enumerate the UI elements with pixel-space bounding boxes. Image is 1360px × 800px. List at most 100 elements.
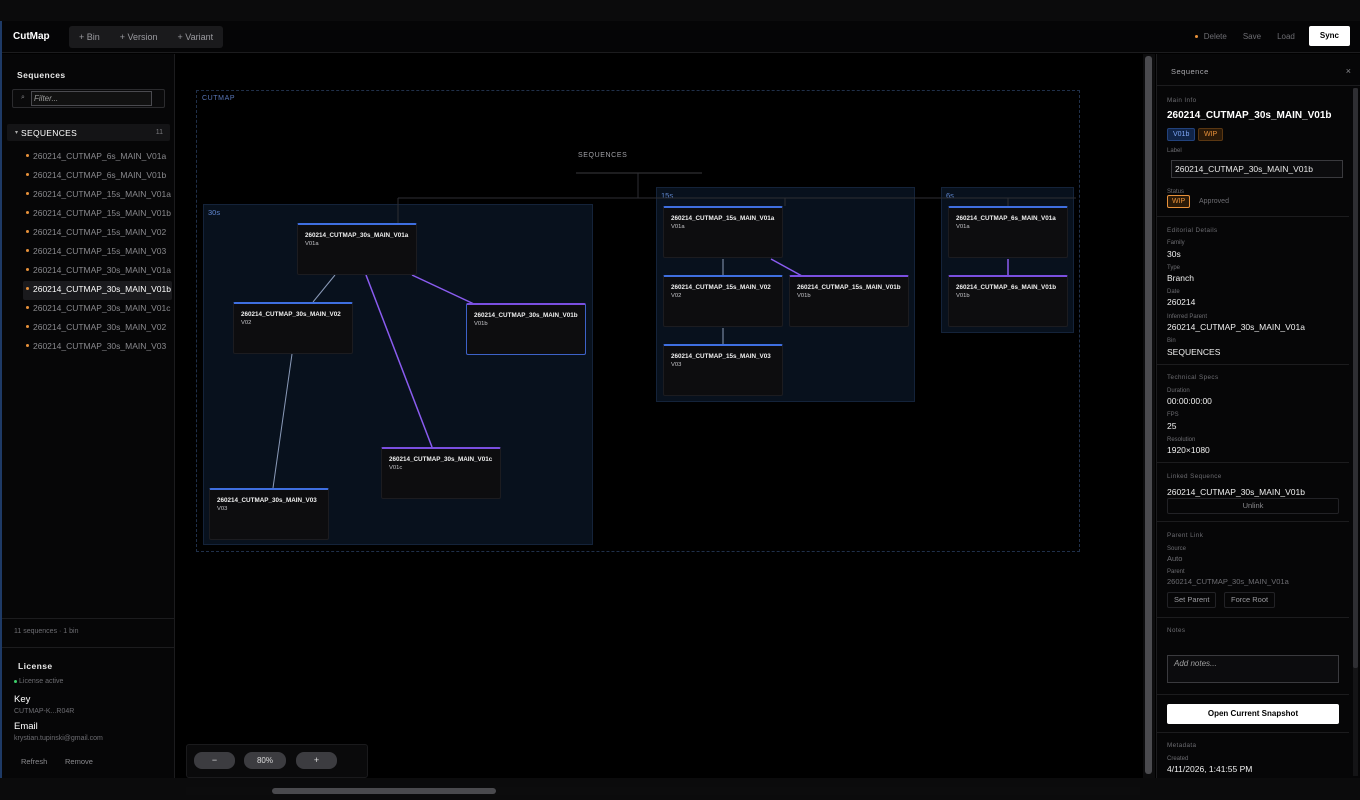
- wip-dot-icon: [26, 344, 29, 347]
- license-key-value: CUTMAP-K...R04R: [14, 708, 75, 715]
- status-wip-toggle[interactable]: WIP: [1167, 195, 1191, 208]
- scrollbar-thumb[interactable]: [1353, 88, 1358, 668]
- divider: [1157, 732, 1349, 733]
- list-item[interactable]: 260214_CUTMAP_15s_MAIN_V01a: [23, 186, 172, 205]
- open-snapshot-button[interactable]: Open Current Snapshot: [1167, 704, 1339, 724]
- panel-header: Sequence ×: [1157, 54, 1360, 86]
- type-value: Branch: [1167, 273, 1194, 283]
- node-title: 260214_CUTMAP_15s_MAIN_V01a: [671, 215, 775, 222]
- unlink-button[interactable]: Unlink: [1167, 498, 1339, 514]
- sync-button[interactable]: Sync: [1308, 26, 1350, 46]
- list-item[interactable]: 260214_CUTMAP_6s_MAIN_V01a: [23, 148, 172, 167]
- section-technical: Technical Specs: [1167, 374, 1219, 381]
- list-item[interactable]: 260214_CUTMAP_30s_MAIN_V03: [23, 338, 172, 357]
- type-label: Type: [1167, 265, 1181, 271]
- zoom-out-button[interactable]: −: [194, 752, 235, 769]
- notes-input[interactable]: [1167, 655, 1339, 683]
- list-item[interactable]: 260214_CUTMAP_15s_MAIN_V01b: [23, 205, 172, 224]
- node-version: V01b: [474, 321, 488, 327]
- add-version-button[interactable]: + Version: [119, 32, 158, 42]
- bin-row-sequences[interactable]: ▾ SEQUENCES 11: [7, 124, 170, 141]
- add-variant-button[interactable]: + Variant: [177, 32, 214, 42]
- node-30s-v01b-selected[interactable]: 260214_CUTMAP_30s_MAIN_V01b V01b: [466, 303, 586, 355]
- wip-dot-icon: [26, 287, 29, 290]
- app-title: CutMap: [13, 31, 50, 42]
- scrollbar-thumb[interactable]: [1145, 56, 1152, 774]
- node-30s-v01c[interactable]: 260214_CUTMAP_30s_MAIN_V01c V01c: [381, 447, 501, 499]
- scrollbar-thumb[interactable]: [272, 788, 496, 794]
- divider: [1157, 364, 1349, 365]
- inferred-parent-value: 260214_CUTMAP_30s_MAIN_V01a: [1167, 322, 1305, 332]
- node-30s-v03[interactable]: 260214_CUTMAP_30s_MAIN_V03 V03: [209, 488, 329, 540]
- vertical-scrollbar[interactable]: [1143, 54, 1155, 778]
- list-item[interactable]: 260214_CUTMAP_30s_MAIN_V01a: [23, 262, 172, 281]
- root-node-label: SEQUENCES: [578, 152, 628, 159]
- inspector-panel: Sequence × Main Info 260214_CUTMAP_30s_M…: [1156, 54, 1360, 778]
- node-15s-v01a[interactable]: 260214_CUTMAP_15s_MAIN_V01a V01a: [663, 206, 783, 258]
- zoom-level[interactable]: 80%: [244, 752, 286, 769]
- sequence-list: 260214_CUTMAP_6s_MAIN_V01a 260214_CUTMAP…: [20, 148, 172, 357]
- node-15s-v03[interactable]: 260214_CUTMAP_15s_MAIN_V03 V03: [663, 344, 783, 396]
- set-parent-button[interactable]: Set Parent: [1167, 592, 1217, 608]
- sequence-name: 260214_CUTMAP_6s_MAIN_V01b: [33, 170, 167, 180]
- sequence-name: 260214_CUTMAP_15s_MAIN_V01b: [33, 208, 171, 218]
- label-input[interactable]: [1171, 160, 1343, 178]
- add-button-group: + Bin + Version + Variant: [69, 26, 224, 48]
- license-status-text: License active: [19, 678, 64, 685]
- zoom-in-button[interactable]: +: [296, 752, 337, 769]
- node-version: V03: [217, 506, 228, 512]
- list-item-selected[interactable]: 260214_CUTMAP_30s_MAIN_V01b: [23, 281, 172, 300]
- node-version: V03: [671, 362, 682, 368]
- force-root-button[interactable]: Force Root: [1224, 592, 1276, 608]
- node-30s-v02[interactable]: 260214_CUTMAP_30s_MAIN_V02 V02: [233, 302, 353, 354]
- wip-dot-icon: [26, 230, 29, 233]
- save-button[interactable]: Save: [1242, 31, 1262, 41]
- sequence-name: 260214_CUTMAP_30s_MAIN_V01b: [33, 284, 171, 294]
- fps-label: FPS: [1167, 412, 1179, 418]
- edge: [770, 258, 803, 277]
- node-title: 260214_CUTMAP_30s_MAIN_V03: [217, 497, 317, 504]
- divider: [1157, 216, 1349, 217]
- section-main-info: Main Info: [1167, 97, 1197, 104]
- filter-input[interactable]: [31, 91, 152, 106]
- app-window: CutMap + Bin + Version + Variant Delete …: [0, 21, 1360, 795]
- list-item[interactable]: 260214_CUTMAP_30s_MAIN_V01c: [23, 300, 172, 319]
- horizontal-scrollbar[interactable]: [186, 787, 1140, 795]
- node-30s-v01a[interactable]: 260214_CUTMAP_30s_MAIN_V01a V01a: [297, 223, 417, 275]
- list-item[interactable]: 260214_CUTMAP_6s_MAIN_V01b: [23, 167, 172, 186]
- list-item[interactable]: 260214_CUTMAP_15s_MAIN_V02: [23, 224, 172, 243]
- node-15s-v02[interactable]: 260214_CUTMAP_15s_MAIN_V02 V02: [663, 275, 783, 327]
- wip-dot-icon: [26, 211, 29, 214]
- node-15s-v01b[interactable]: 260214_CUTMAP_15s_MAIN_V01b V01b: [789, 275, 909, 327]
- node-6s-v01a[interactable]: 260214_CUTMAP_6s_MAIN_V01a V01a: [948, 206, 1068, 258]
- remove-license-button[interactable]: Remove: [65, 757, 93, 766]
- panel-scrollbar[interactable]: [1353, 88, 1358, 776]
- list-item[interactable]: 260214_CUTMAP_15s_MAIN_V03: [23, 243, 172, 262]
- wip-dot-icon: [26, 154, 29, 157]
- wip-dot-icon: [26, 325, 29, 328]
- wip-dot-icon: [26, 268, 29, 271]
- delete-button[interactable]: Delete: [1194, 32, 1227, 41]
- load-button[interactable]: Load: [1277, 31, 1295, 41]
- status-approved-toggle[interactable]: Approved: [1199, 198, 1229, 205]
- graph-canvas[interactable]: CUTMAP 30s 15s 6s: [176, 54, 1142, 795]
- node-6s-v01b[interactable]: 260214_CUTMAP_6s_MAIN_V01b V01b: [948, 275, 1068, 327]
- list-item[interactable]: 260214_CUTMAP_30s_MAIN_V02: [23, 319, 172, 338]
- sequence-name: 260214_CUTMAP_30s_MAIN_V01c: [33, 303, 171, 313]
- node-title: 260214_CUTMAP_15s_MAIN_V03: [671, 353, 771, 360]
- add-bin-button[interactable]: + Bin: [79, 32, 100, 42]
- status-badge: WIP: [1198, 128, 1224, 141]
- node-title: 260214_CUTMAP_30s_MAIN_V01c: [389, 456, 493, 463]
- group-label: 15s: [661, 191, 674, 200]
- divider: [1157, 462, 1349, 463]
- node-title: 260214_CUTMAP_6s_MAIN_V01b: [956, 284, 1057, 291]
- wip-dot-icon: [26, 173, 29, 176]
- sequence-name: 260214_CUTMAP_30s_MAIN_V03: [33, 341, 167, 351]
- close-icon[interactable]: ×: [1345, 66, 1351, 76]
- inferred-parent-label: Inferred Parent: [1167, 314, 1208, 320]
- sequence-name: 260214_CUTMAP_15s_MAIN_V02: [33, 227, 167, 237]
- refresh-license-button[interactable]: Refresh: [21, 757, 48, 766]
- label-field-label: Label: [1167, 148, 1182, 154]
- edge-layer: [272, 172, 1076, 489]
- node-version: V02: [671, 293, 682, 299]
